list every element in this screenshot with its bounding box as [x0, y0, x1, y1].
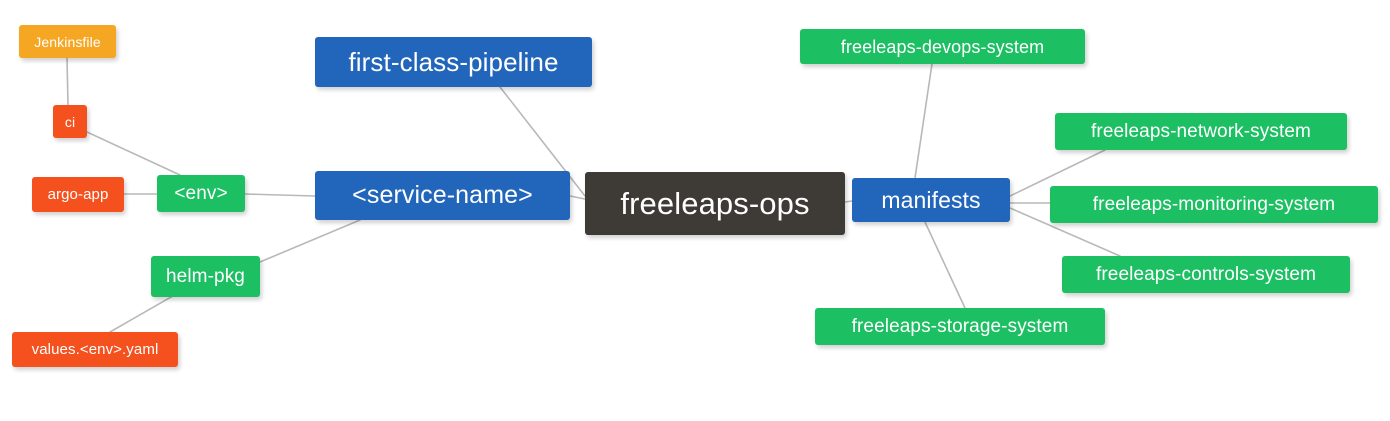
node-first-class-pipeline[interactable]: first-class-pipeline	[315, 37, 592, 87]
node-controls-system[interactable]: freeleaps-controls-system	[1062, 256, 1350, 293]
node-manifests[interactable]: manifests	[852, 178, 1010, 222]
node-ci[interactable]: ci	[53, 105, 87, 138]
node-argo-app[interactable]: argo-app	[32, 177, 124, 212]
edge-manifests-to-devops-system	[914, 63, 933, 179]
node-storage-system[interactable]: freeleaps-storage-system	[815, 308, 1105, 345]
edge-service-name-to-helm-pkg	[259, 219, 361, 263]
node-service-name[interactable]: <service-name>	[315, 171, 570, 220]
node-jenkinsfile[interactable]: Jenkinsfile	[19, 25, 116, 58]
node-env[interactable]: <env>	[157, 175, 245, 212]
node-values-yaml[interactable]: values.<env>.yaml	[12, 332, 178, 367]
node-monitoring-system[interactable]: freeleaps-monitoring-system	[1050, 186, 1378, 223]
edge-manifests-to-storage-system	[924, 221, 966, 309]
edge-ci-to-jenkinsfile	[66, 57, 69, 106]
node-helm-pkg[interactable]: helm-pkg	[151, 256, 260, 297]
node-network-system[interactable]: freeleaps-network-system	[1055, 113, 1347, 150]
node-devops-system[interactable]: freeleaps-devops-system	[800, 29, 1085, 64]
edge-service-name-to-env	[244, 193, 316, 197]
edge-freeleaps-ops-to-service-name	[569, 195, 586, 200]
edge-helm-pkg-to-values-yaml	[109, 292, 179, 333]
edge-env-to-ci	[86, 131, 181, 176]
edge-freeleaps-ops-to-manifests	[844, 200, 853, 203]
node-freeleaps-ops[interactable]: freeleaps-ops	[585, 172, 845, 235]
